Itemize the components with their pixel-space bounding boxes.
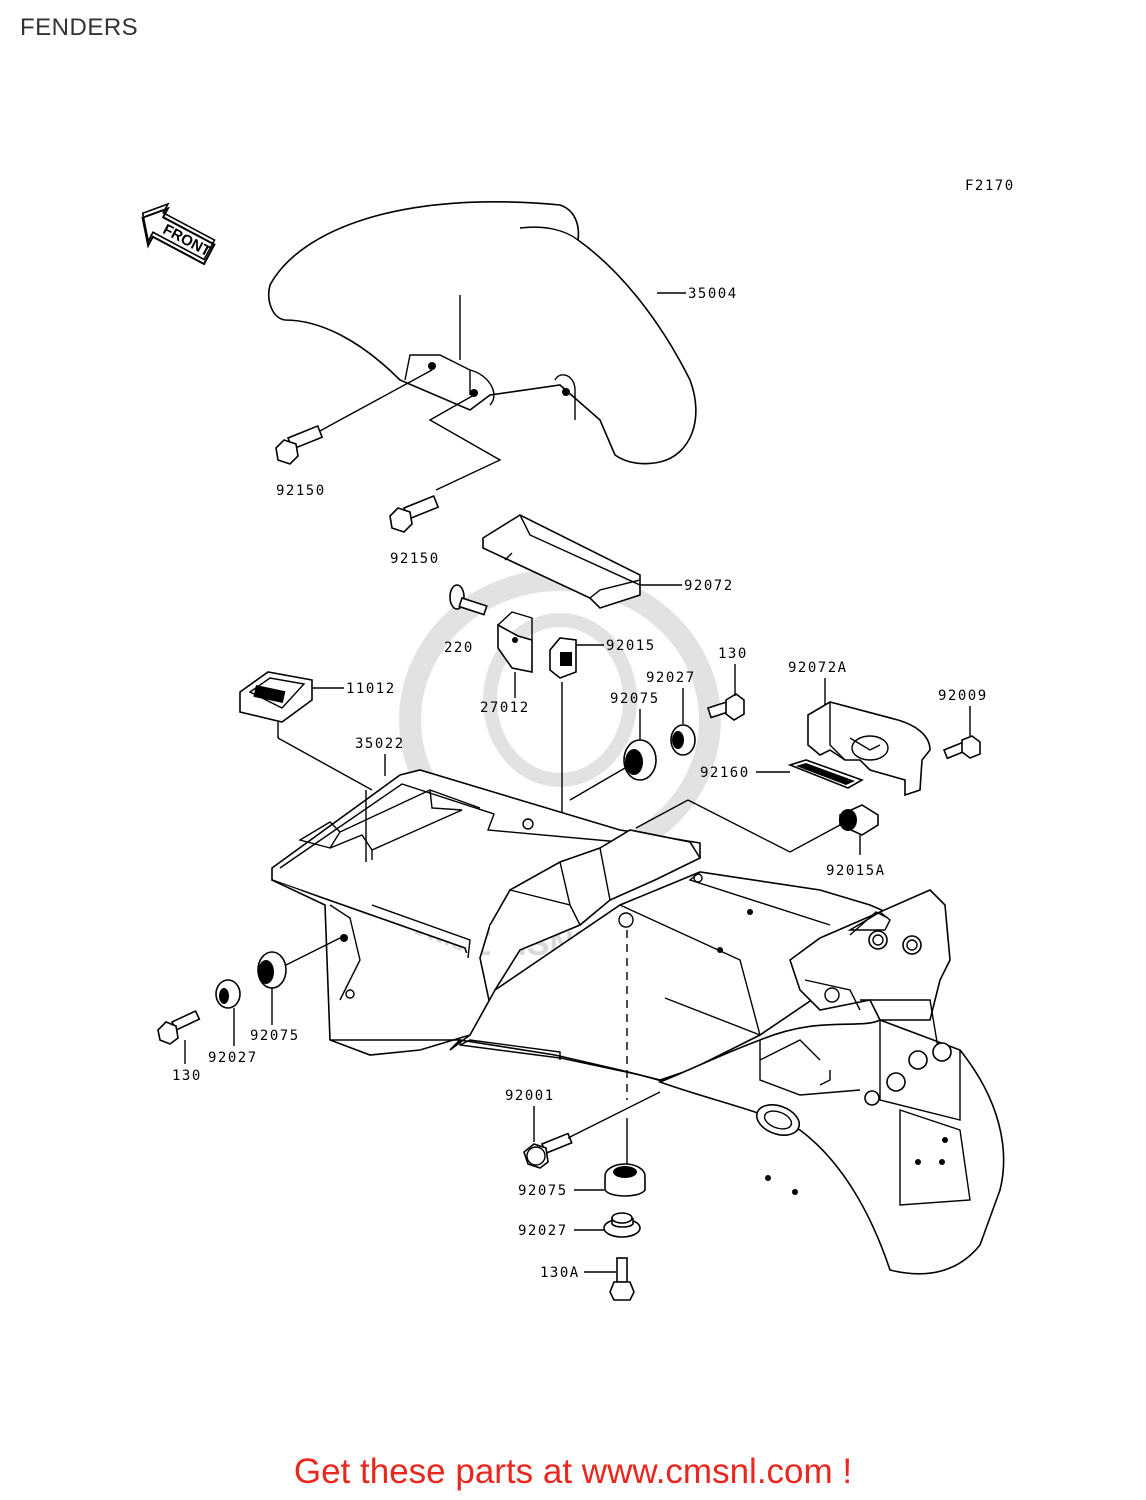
collar-92027-left bbox=[215, 979, 241, 1009]
figure-code: F2170 bbox=[965, 178, 1015, 194]
rear-fender bbox=[271, 769, 1005, 1275]
callout-92027-top: 92027 bbox=[646, 670, 696, 686]
grommet-92075-left bbox=[257, 951, 287, 989]
callout-92015: 92015 bbox=[606, 638, 656, 654]
clip-27012 bbox=[497, 611, 533, 673]
callout-92072: 92072 bbox=[684, 578, 734, 594]
bolt-92150-lower bbox=[389, 394, 502, 533]
bolt-92001 bbox=[523, 1132, 573, 1169]
callout-92075-bottom: 92075 bbox=[518, 1183, 568, 1199]
callout-92001: 92001 bbox=[505, 1088, 555, 1104]
front-arrow-icon: FRONT bbox=[141, 202, 216, 266]
grommet-92075-top bbox=[623, 739, 657, 781]
bracket-92072A bbox=[807, 701, 931, 797]
callout-92150-upper: 92150 bbox=[276, 483, 326, 499]
callout-35004: 35004 bbox=[688, 286, 738, 302]
screw-220 bbox=[449, 584, 488, 616]
collar-92015A bbox=[839, 804, 879, 836]
footer-link[interactable]: Get these parts at www.cmsnl.com ! bbox=[293, 1452, 853, 1491]
bolt-130-left bbox=[157, 1009, 201, 1045]
page-title: FENDERS bbox=[20, 14, 139, 41]
bolt-92150-upper bbox=[275, 369, 433, 465]
filter-11012 bbox=[239, 671, 313, 723]
callout-130-top: 130 bbox=[718, 646, 748, 662]
pad-92160 bbox=[787, 759, 864, 789]
callout-92015A: 92015A bbox=[826, 863, 886, 879]
screw-92009 bbox=[942, 735, 981, 760]
callout-92150-lower: 92150 bbox=[390, 551, 440, 567]
callout-92027-bottom: 92027 bbox=[518, 1223, 568, 1239]
callout-92160: 92160 bbox=[700, 765, 750, 781]
bolt-130A bbox=[609, 1257, 635, 1301]
callout-92009: 92009 bbox=[938, 688, 988, 704]
nut-92015 bbox=[549, 637, 577, 679]
bolt-130-top bbox=[706, 693, 745, 721]
callout-130A: 130A bbox=[540, 1265, 580, 1281]
collar-92027-top bbox=[670, 724, 696, 756]
grommet-92075-bottom bbox=[604, 1163, 646, 1197]
callout-35022: 35022 bbox=[355, 736, 405, 752]
callout-27012: 27012 bbox=[480, 700, 530, 716]
callout-92075-top: 92075 bbox=[610, 691, 660, 707]
front-fender bbox=[268, 201, 697, 465]
pad-92072 bbox=[482, 514, 641, 609]
callout-220: 220 bbox=[444, 640, 474, 656]
callout-92075-left: 92075 bbox=[250, 1028, 300, 1044]
callout-92027-left: 92027 bbox=[208, 1050, 258, 1066]
callout-11012: 11012 bbox=[346, 681, 396, 697]
callout-92072A: 92072A bbox=[788, 660, 848, 676]
callout-130-left: 130 bbox=[172, 1068, 202, 1084]
collar-92027-bottom bbox=[603, 1212, 641, 1238]
